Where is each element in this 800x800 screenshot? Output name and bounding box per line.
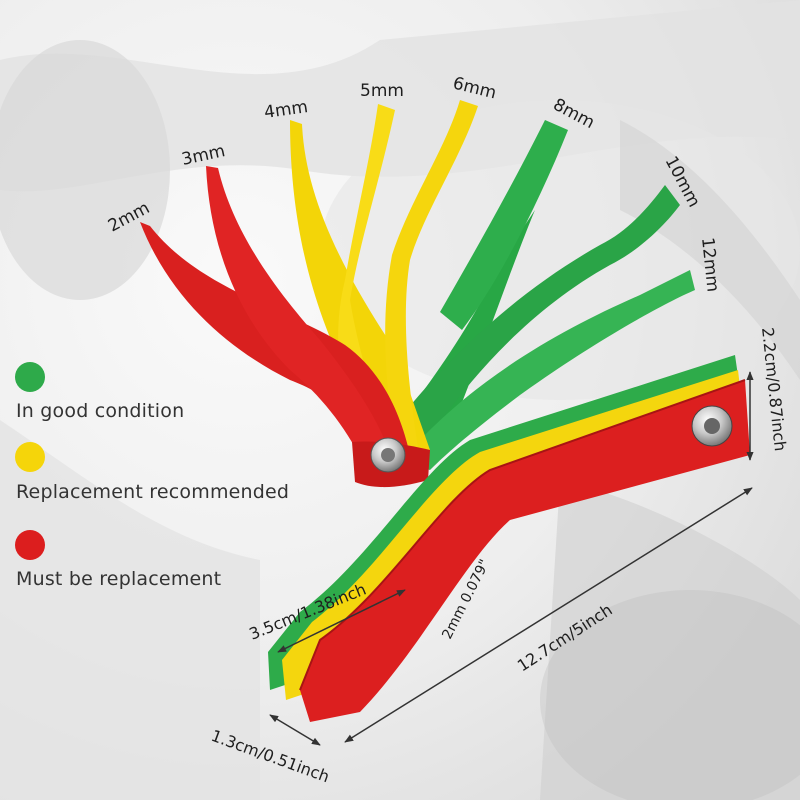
gauge-fan: [140, 100, 695, 488]
dimension-lines: [269, 371, 754, 746]
legend-label-must: Must be replacement: [16, 568, 222, 590]
legend-dot-good: [15, 362, 45, 392]
legend-dot-recommended: [15, 442, 45, 472]
gauge-label-5mm: 5mm: [360, 81, 404, 101]
legend-label-recommended: Replacement recommended: [16, 481, 290, 503]
legend-dot-must: [15, 530, 45, 560]
legend-label-good: In good condition: [16, 400, 185, 422]
